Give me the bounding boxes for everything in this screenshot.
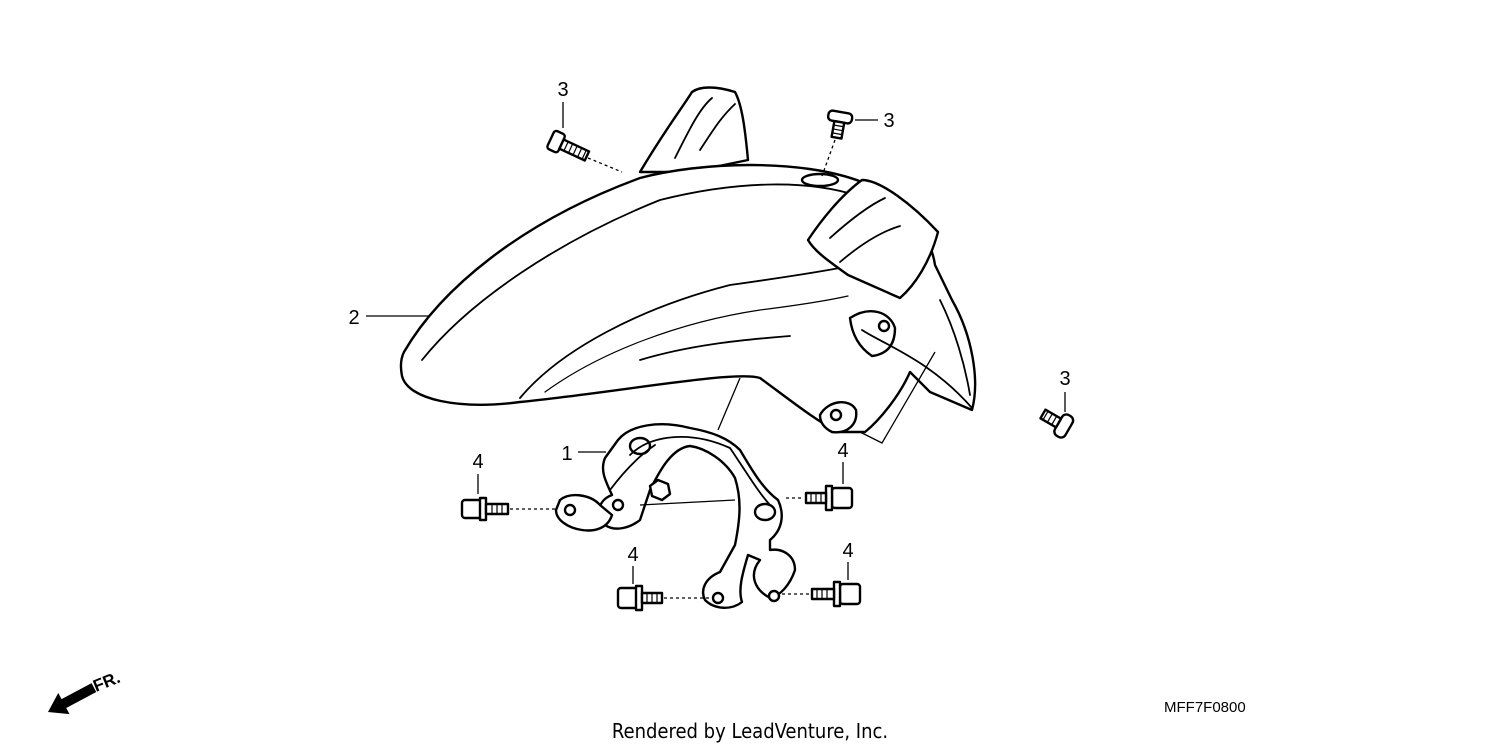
callout-fender: 2 xyxy=(348,307,359,329)
screw-top-left xyxy=(546,129,623,173)
bolt-bottom-right xyxy=(782,580,862,608)
screw-top-center xyxy=(821,109,854,177)
callout-bolt-bottom-left: 4 xyxy=(627,544,638,566)
diagram-code: MFF7F0800 xyxy=(1164,699,1246,716)
callout-bolt-left: 4 xyxy=(472,451,483,473)
front-fender xyxy=(399,86,977,434)
callout-bracket: 1 xyxy=(561,443,572,465)
front-direction-marker: FR. xyxy=(48,668,123,715)
front-direction-arrow-icon xyxy=(48,683,97,715)
credit-line: Rendered by LeadVenture, Inc. xyxy=(612,719,888,743)
callout-bolt-right-upper: 4 xyxy=(837,440,848,462)
bolt-left xyxy=(460,496,556,522)
leader-lines xyxy=(366,102,1066,584)
callout-screw-right: 3 xyxy=(1059,368,1070,390)
fender-bracket xyxy=(554,423,797,609)
callout-bolt-bottom-right: 4 xyxy=(842,540,853,562)
front-direction-label: FR. xyxy=(90,668,123,696)
bolt-bottom-left xyxy=(616,584,712,612)
callout-screw-top-center: 3 xyxy=(883,110,894,132)
bolt-right-upper xyxy=(786,484,854,512)
screw-right xyxy=(1039,408,1075,439)
callout-screw-top-left: 3 xyxy=(557,79,568,101)
